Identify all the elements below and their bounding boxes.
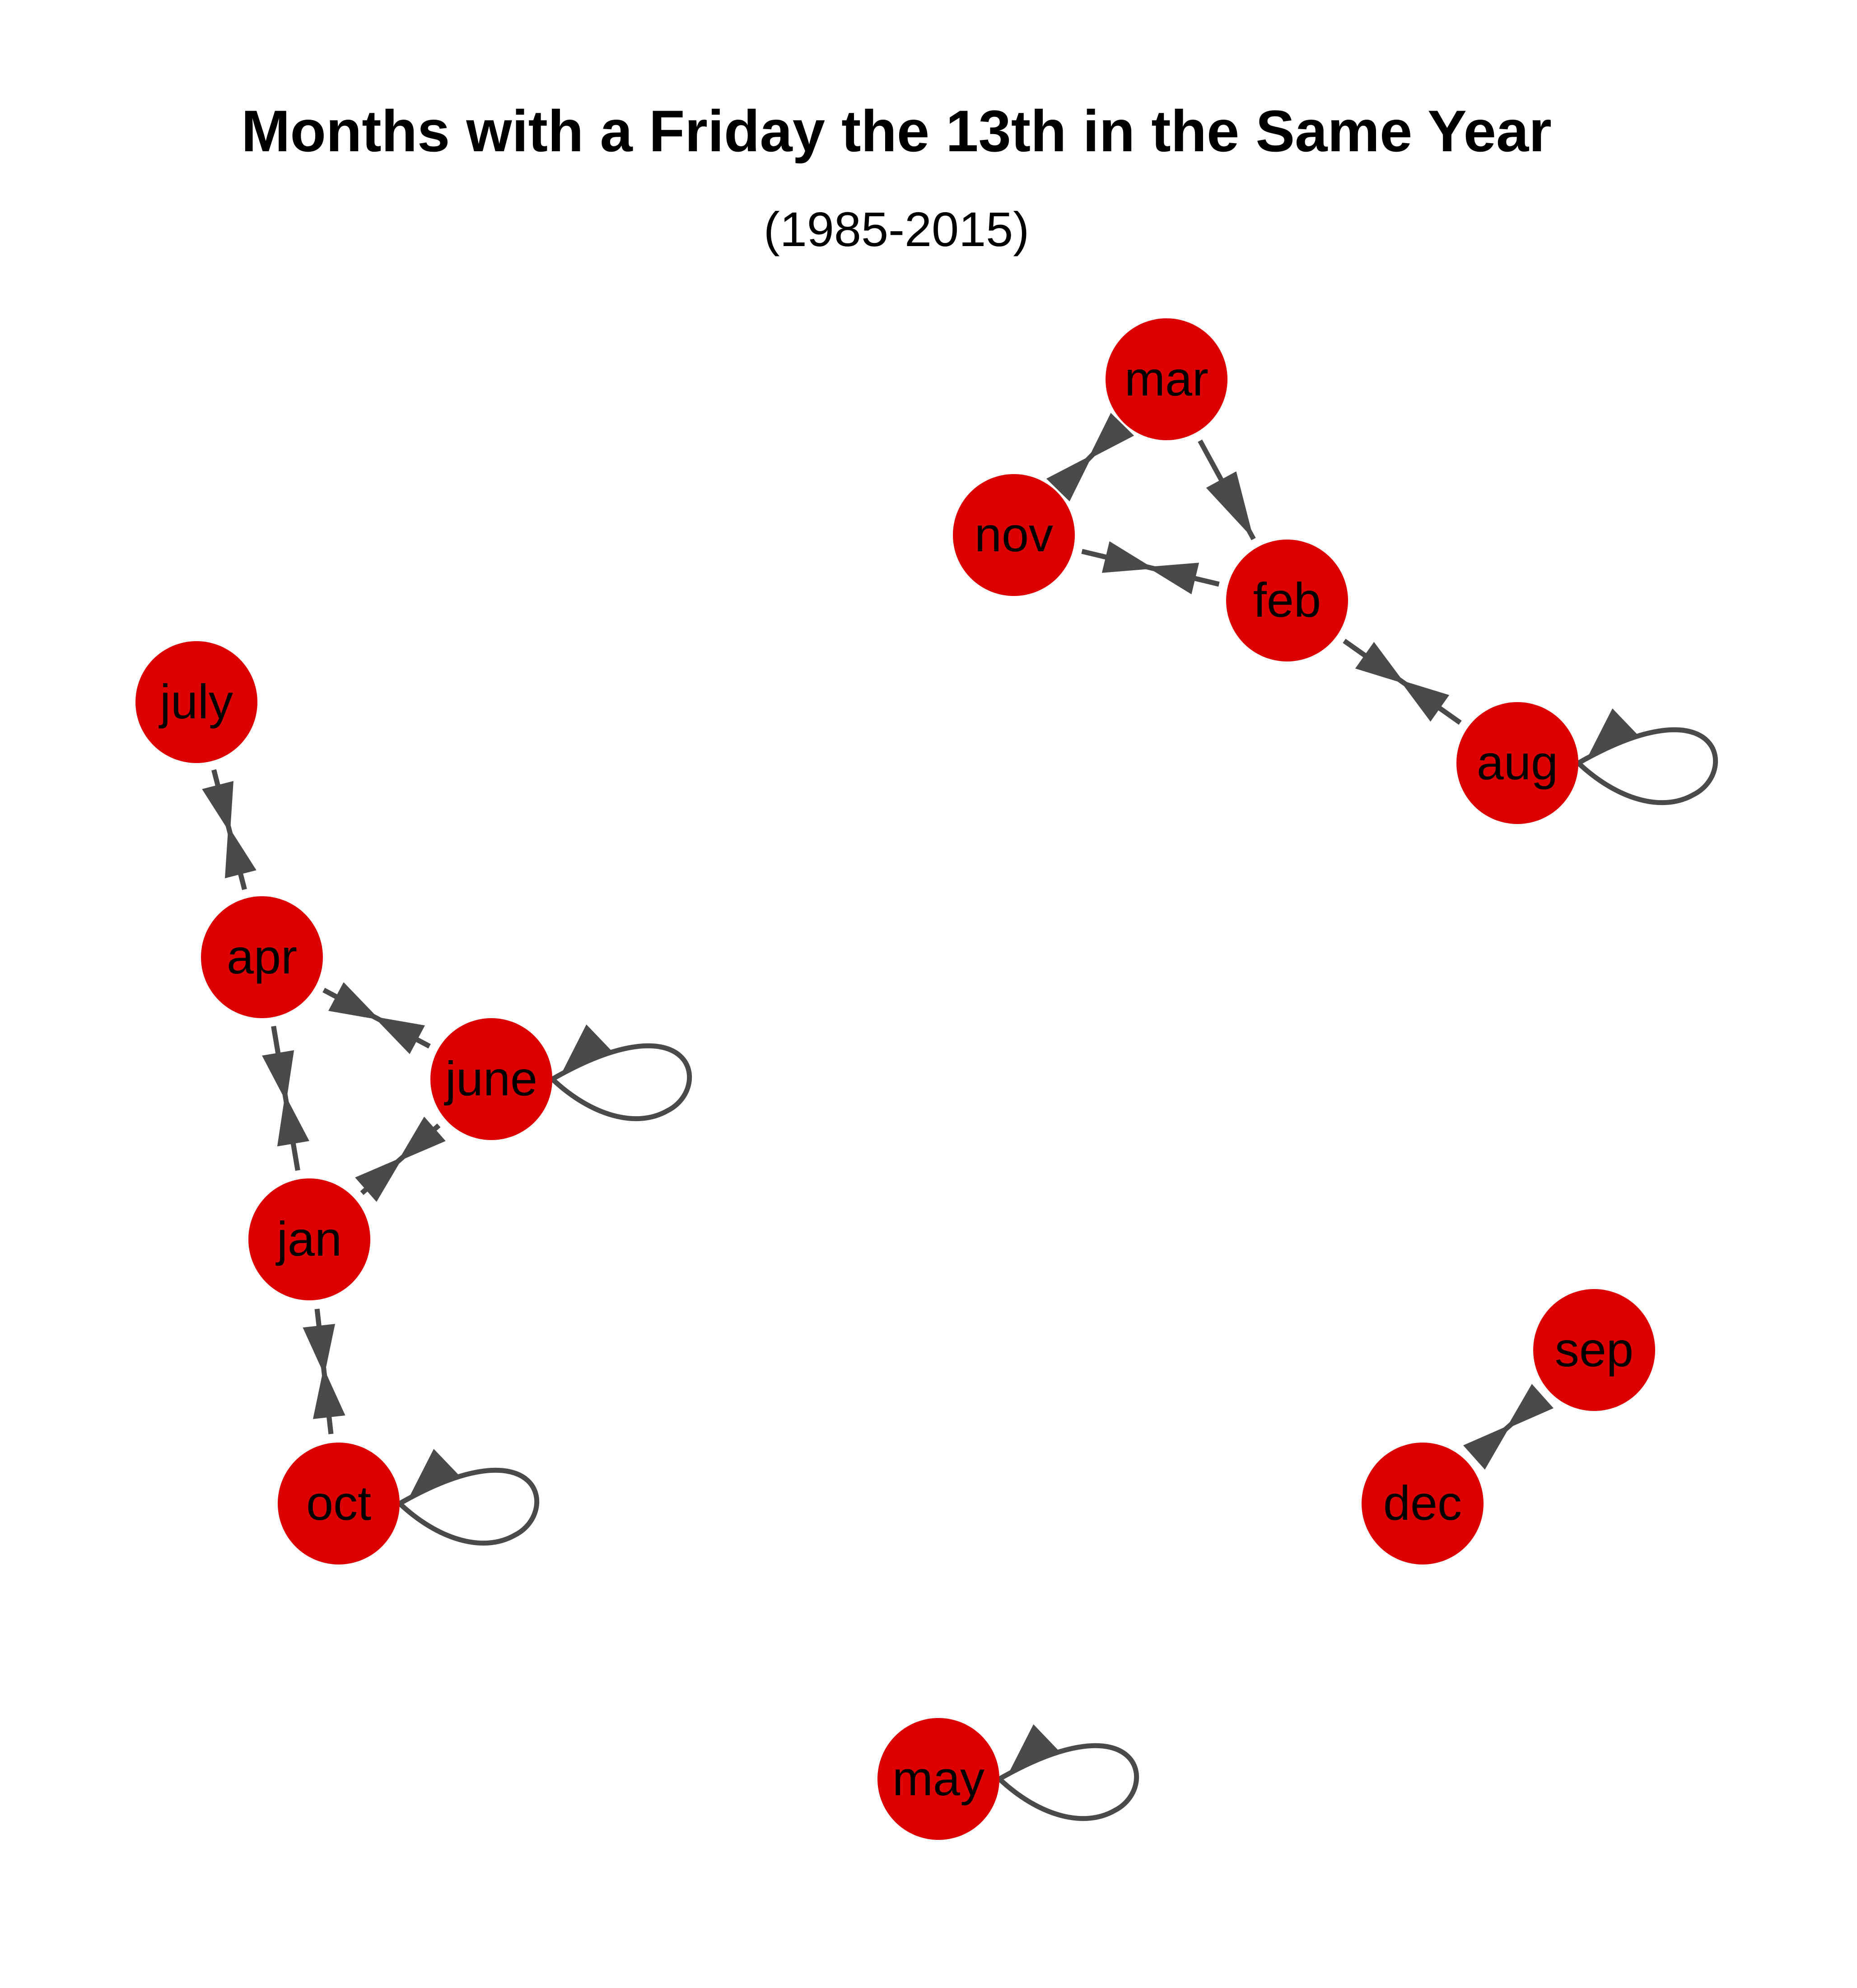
edge-jan-june [355,1123,441,1202]
node-label-may: may [892,1751,984,1806]
edge-oct-oct [398,1448,540,1546]
node-label-aug: aug [1477,735,1558,790]
node-circle-oct [278,1443,400,1564]
node-feb: feb [1226,540,1348,661]
node-circle-sep [1533,1289,1655,1411]
node-label-july: july [159,674,233,729]
edge-aug-feb [1343,638,1462,725]
node-circle-july [135,641,257,763]
node-sep: sep [1533,1289,1655,1411]
node-apr: apr [201,896,323,1018]
node-label-june: june [444,1051,537,1106]
node-dec: dec [1362,1443,1484,1564]
node-nov: nov [953,474,1075,596]
node-label-apr: apr [227,929,297,984]
node-circle-feb [1226,540,1348,661]
node-aug: aug [1456,702,1578,824]
node-july: july [135,641,257,763]
edge-oct-jan [313,1308,345,1434]
node-label-sep: sep [1555,1322,1633,1377]
edge-july-apr [202,769,247,890]
node-circle-mar [1106,318,1227,440]
node-label-jan: jan [275,1211,342,1266]
node-jan: jan [248,1178,370,1300]
edge-jan-apr [271,1025,309,1171]
node-circle-aug [1456,702,1578,824]
node-label-mar: mar [1124,351,1208,406]
node-june: june [430,1018,552,1140]
node-label-feb: feb [1253,573,1321,627]
node-circle-june [430,1018,552,1140]
node-circle-nov [953,474,1075,596]
node-label-dec: dec [1383,1476,1462,1530]
edge-june-apr [322,987,431,1054]
node-circle-may [877,1718,999,1840]
edge-dec-sep [1463,1395,1544,1470]
edge-mar-feb [1198,439,1256,540]
node-circle-dec [1362,1443,1484,1564]
edge-nov-feb [1081,541,1220,587]
node-oct: oct [278,1443,400,1564]
node-circle-apr [201,896,323,1018]
edges-layer [202,413,1718,1821]
node-may: may [877,1718,999,1840]
node-label-oct: oct [306,1476,371,1530]
edge-nov-mar [1046,427,1120,502]
edge-june-june [551,1024,692,1122]
chart-title: Months with a Friday the 13th in the Sam… [241,98,1552,164]
node-circle-jan [248,1178,370,1300]
edge-may-may [998,1724,1139,1821]
chart-subtitle: (1985-2015) [764,202,1029,256]
edge-aug-aug [1577,708,1718,805]
node-mar: mar [1106,318,1227,440]
nodes-layer: mar nov feb aug july apr june jan oct sep dec may [135,318,1655,1840]
node-label-nov: nov [975,507,1053,562]
